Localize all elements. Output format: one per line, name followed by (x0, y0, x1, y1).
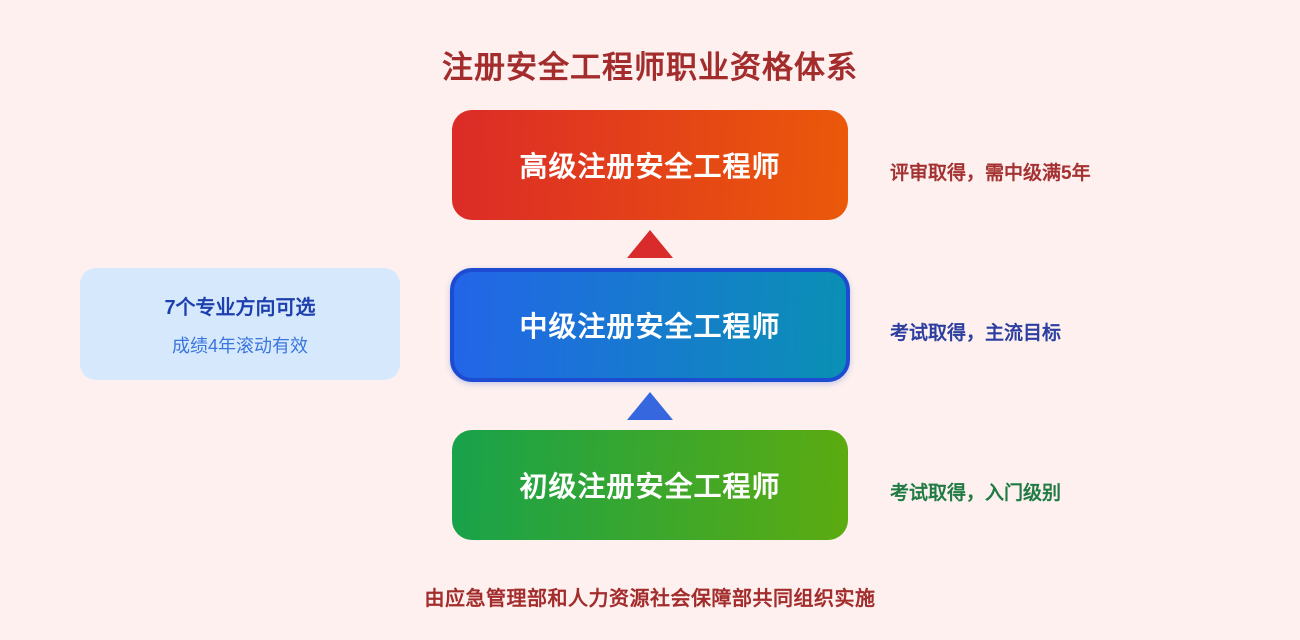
level-note-senior: 评审取得，需中级满5年 (890, 163, 1091, 184)
level-note-junior: 考试取得，入门级别 (890, 483, 1062, 504)
level-box-senior: 高级注册安全工程师 (452, 110, 848, 220)
arrow-up-icon (627, 230, 673, 258)
level-label-junior: 初级注册安全工程师 (519, 471, 781, 502)
info-card: 7个专业方向可选 成绩4年滚动有效 (80, 268, 400, 380)
footer-note: 由应急管理部和人力资源社会保障部共同组织实施 (424, 588, 876, 610)
level-box-intermediate: 中级注册安全工程师 (450, 268, 850, 382)
arrow-up-icon (627, 392, 673, 420)
level-label-intermediate: 中级注册安全工程师 (519, 311, 781, 342)
level-label-senior: 高级注册安全工程师 (519, 151, 781, 182)
page-title: 注册安全工程师职业资格体系 (442, 50, 858, 85)
level-note-intermediate: 考试取得，主流目标 (890, 323, 1062, 344)
info-card-line2: 成绩4年滚动有效 (171, 335, 308, 356)
info-card-line1: 7个专业方向可选 (164, 296, 316, 319)
level-box-junior: 初级注册安全工程师 (452, 430, 848, 540)
